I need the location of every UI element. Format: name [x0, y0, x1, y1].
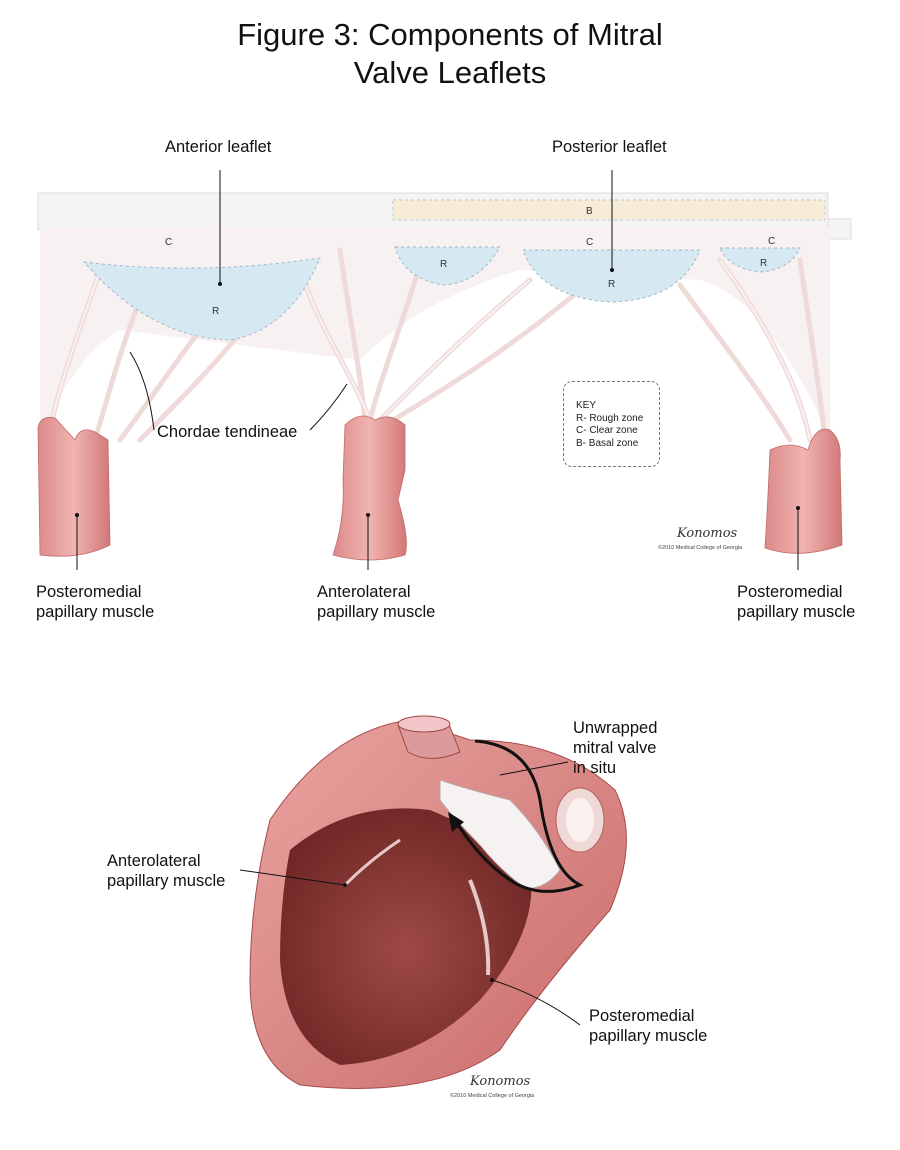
papillary-muscle-right [764, 428, 843, 554]
heart-illustration [249, 715, 627, 1089]
label-heart-anterolateral: Anterolateral papillary muscle [107, 851, 225, 891]
label-posteromedial-right: Posteromedial papillary muscle [737, 582, 855, 622]
figure-title-line2: Valve Leaflets [353, 55, 547, 90]
zone-letter-clear-3: C [768, 236, 775, 247]
basal-zone [392, 199, 826, 221]
rough-zone-posterior-3 [719, 247, 801, 273]
zone-letter-rough-1: R [212, 306, 219, 317]
label-posteromedial-left-line2: papillary muscle [36, 603, 155, 621]
figure-title-line1: Figure 3: Components of Mitral [237, 17, 663, 52]
label-posteromedial-right-line1: Posteromedial [737, 583, 843, 601]
label-posteromedial-left-line1: Posteromedial [36, 583, 142, 601]
zone-key: KEY R- Rough zone C- Clear zone B- Basal… [563, 381, 660, 467]
zone-letter-rough-2: R [440, 259, 447, 270]
label-anterolateral-middle-line1: Anterolateral [317, 583, 411, 601]
papillary-muscle-middle [332, 415, 407, 561]
label-heart-anterolateral-line2: papillary muscle [107, 872, 226, 890]
rough-zones [82, 246, 801, 341]
label-chordae-tendineae: Chordae tendineae [157, 423, 298, 441]
artist-signature-top: Konomos [677, 526, 738, 541]
zone-letter-clear-1: C [165, 237, 172, 248]
copyright-bottom: ©2010 Medical College of Georgia [450, 1093, 535, 1099]
figure-title: Figure 3: Components of Mitral Valve Lea… [0, 16, 900, 92]
artist-signature-bottom: Konomos [470, 1074, 531, 1089]
zone-letters: B C C C R R R R [165, 206, 775, 317]
rough-zone-posterior-1 [394, 246, 501, 286]
label-heart-posteromedial-line2: papillary muscle [589, 1027, 708, 1045]
papillary-muscle-left [37, 417, 111, 557]
label-anterolateral-middle: Anterolateral papillary muscle [317, 582, 435, 622]
rough-zone-anterior [82, 257, 321, 341]
label-unwrapped-valve: Unwrapped mitral valve in situ [573, 718, 657, 778]
label-heart-posteromedial: Posteromedial papillary muscle [589, 1006, 707, 1046]
unwrap-arrow [448, 739, 584, 893]
label-posteromedial-right-line2: papillary muscle [737, 603, 856, 621]
key-rough: R- Rough zone [576, 412, 644, 424]
key-title: KEY [576, 400, 597, 411]
label-unwrapped-line3: in situ [573, 759, 617, 777]
key-basal: B- Basal zone [576, 437, 639, 449]
zone-letter-rough-3: R [608, 279, 615, 290]
label-anterior-leaflet: Anterior leaflet [165, 138, 272, 156]
label-posteromedial-left: Posteromedial papillary muscle [36, 582, 154, 622]
pointer-dots-top [75, 268, 800, 517]
zone-letter-basal: B [586, 206, 593, 217]
pointer-lines-top [76, 170, 799, 570]
label-posterior-leaflet: Posterior leaflet [552, 138, 667, 156]
zone-letter-clear-2: C [586, 237, 593, 248]
rough-zone-posterior-2 [522, 249, 701, 303]
label-unwrapped-line2: mitral valve [573, 739, 657, 757]
zone-letter-rough-4: R [760, 258, 767, 269]
label-heart-posteromedial-line1: Posteromedial [589, 1007, 695, 1025]
key-clear: C- Clear zone [576, 425, 638, 436]
pointer-lines-heart [239, 761, 581, 1026]
chordae-highlights [49, 259, 811, 441]
label-heart-anterolateral-line1: Anterolateral [107, 852, 201, 870]
label-unwrapped-line1: Unwrapped [573, 719, 658, 737]
pointer-dots-heart [343, 883, 494, 982]
copyright-top: ©2010 Medical College of Georgia [658, 545, 743, 551]
label-anterolateral-middle-line2: papillary muscle [317, 603, 436, 621]
